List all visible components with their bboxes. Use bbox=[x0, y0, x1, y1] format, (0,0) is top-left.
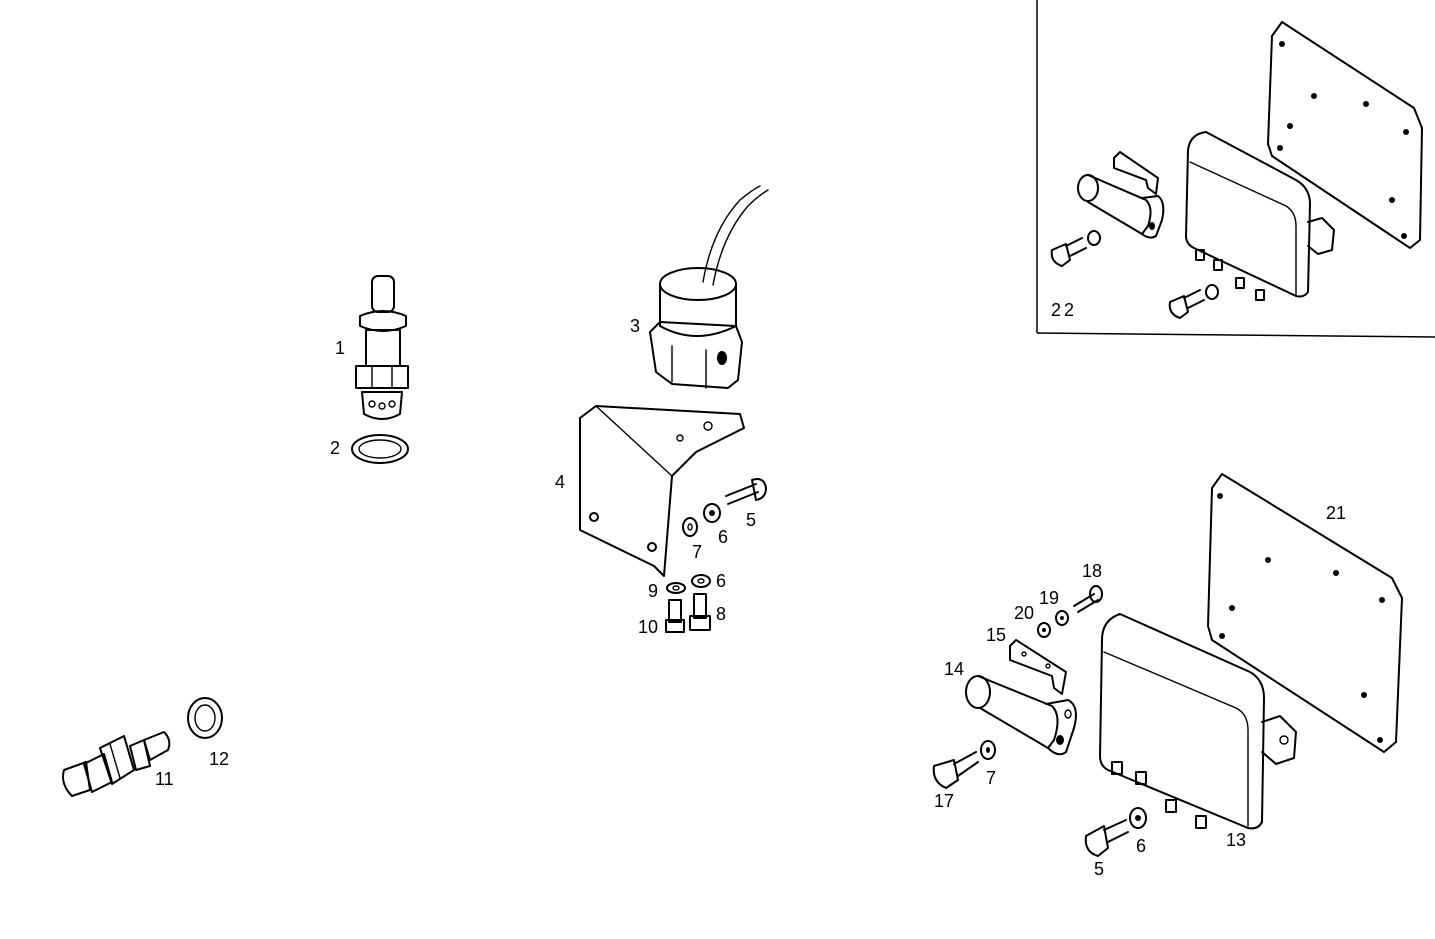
callout-19: 19 bbox=[1039, 588, 1059, 608]
callout-5a: 5 bbox=[746, 510, 756, 530]
callout-20: 20 bbox=[1014, 603, 1034, 623]
inset-relay-box bbox=[1185, 131, 1335, 301]
washer-7b bbox=[980, 740, 996, 760]
callout-12: 12 bbox=[209, 749, 229, 769]
inset-clip bbox=[1113, 151, 1159, 195]
inset-frame bbox=[1036, 0, 1435, 338]
bolt-5a bbox=[725, 478, 767, 505]
inset-plate bbox=[1267, 21, 1423, 249]
washer-9 bbox=[666, 582, 686, 594]
callout-8: 8 bbox=[716, 604, 726, 624]
callout-2: 2 bbox=[330, 438, 340, 458]
callout-6a: 6 bbox=[718, 527, 728, 547]
callout-1: 1 bbox=[335, 338, 345, 358]
callout-18: 18 bbox=[1082, 561, 1102, 581]
bolt-8 bbox=[689, 593, 711, 631]
bolt-18 bbox=[1073, 585, 1103, 613]
callout-11: 11 bbox=[155, 769, 174, 789]
callout-13: 13 bbox=[1226, 830, 1246, 850]
inset-bolt-2 bbox=[1168, 284, 1219, 319]
bolt-10 bbox=[665, 599, 685, 633]
part-13-relay-box bbox=[1099, 613, 1297, 830]
callout-7a: 7 bbox=[692, 542, 702, 562]
callout-6b: 6 bbox=[716, 571, 726, 591]
washer-20 bbox=[1037, 622, 1051, 638]
callout-6c: 6 bbox=[1136, 836, 1146, 856]
bolt-5b bbox=[1084, 819, 1129, 857]
washer-7a bbox=[682, 517, 698, 537]
part-21-plate bbox=[1207, 473, 1403, 753]
callout-22: 22 bbox=[1051, 300, 1077, 320]
part-14-fuse-holder bbox=[965, 675, 1077, 756]
bolt-17 bbox=[932, 751, 979, 789]
washer-19 bbox=[1055, 610, 1069, 626]
inset-bolt-1 bbox=[1050, 230, 1101, 267]
part-4-bracket bbox=[579, 405, 745, 577]
washer-6c bbox=[1129, 807, 1147, 829]
callout-21: 21 bbox=[1326, 503, 1346, 523]
callout-5b: 5 bbox=[1094, 859, 1104, 879]
callout-3: 3 bbox=[630, 316, 640, 336]
callout-labels: 1 2 3 4 5 6 7 9 6 10 8 11 12 21 18 19 20… bbox=[155, 300, 1346, 879]
part-3-solenoid bbox=[649, 185, 769, 389]
callout-17: 17 bbox=[934, 791, 954, 811]
callout-14: 14 bbox=[944, 659, 964, 679]
callout-15: 15 bbox=[986, 625, 1006, 645]
part-11-sender bbox=[62, 731, 171, 797]
callout-7b: 7 bbox=[986, 768, 996, 788]
callout-9: 9 bbox=[648, 581, 658, 601]
inset-fuse-holder bbox=[1077, 174, 1165, 239]
part-15-clip bbox=[1009, 639, 1067, 695]
washer-6b bbox=[691, 574, 711, 588]
callout-10: 10 bbox=[638, 617, 658, 637]
part-12-washer bbox=[187, 697, 223, 739]
part-2-ring bbox=[351, 434, 409, 464]
callout-4: 4 bbox=[555, 472, 565, 492]
part-1-sensor bbox=[355, 275, 409, 420]
washer-6a bbox=[703, 503, 721, 523]
